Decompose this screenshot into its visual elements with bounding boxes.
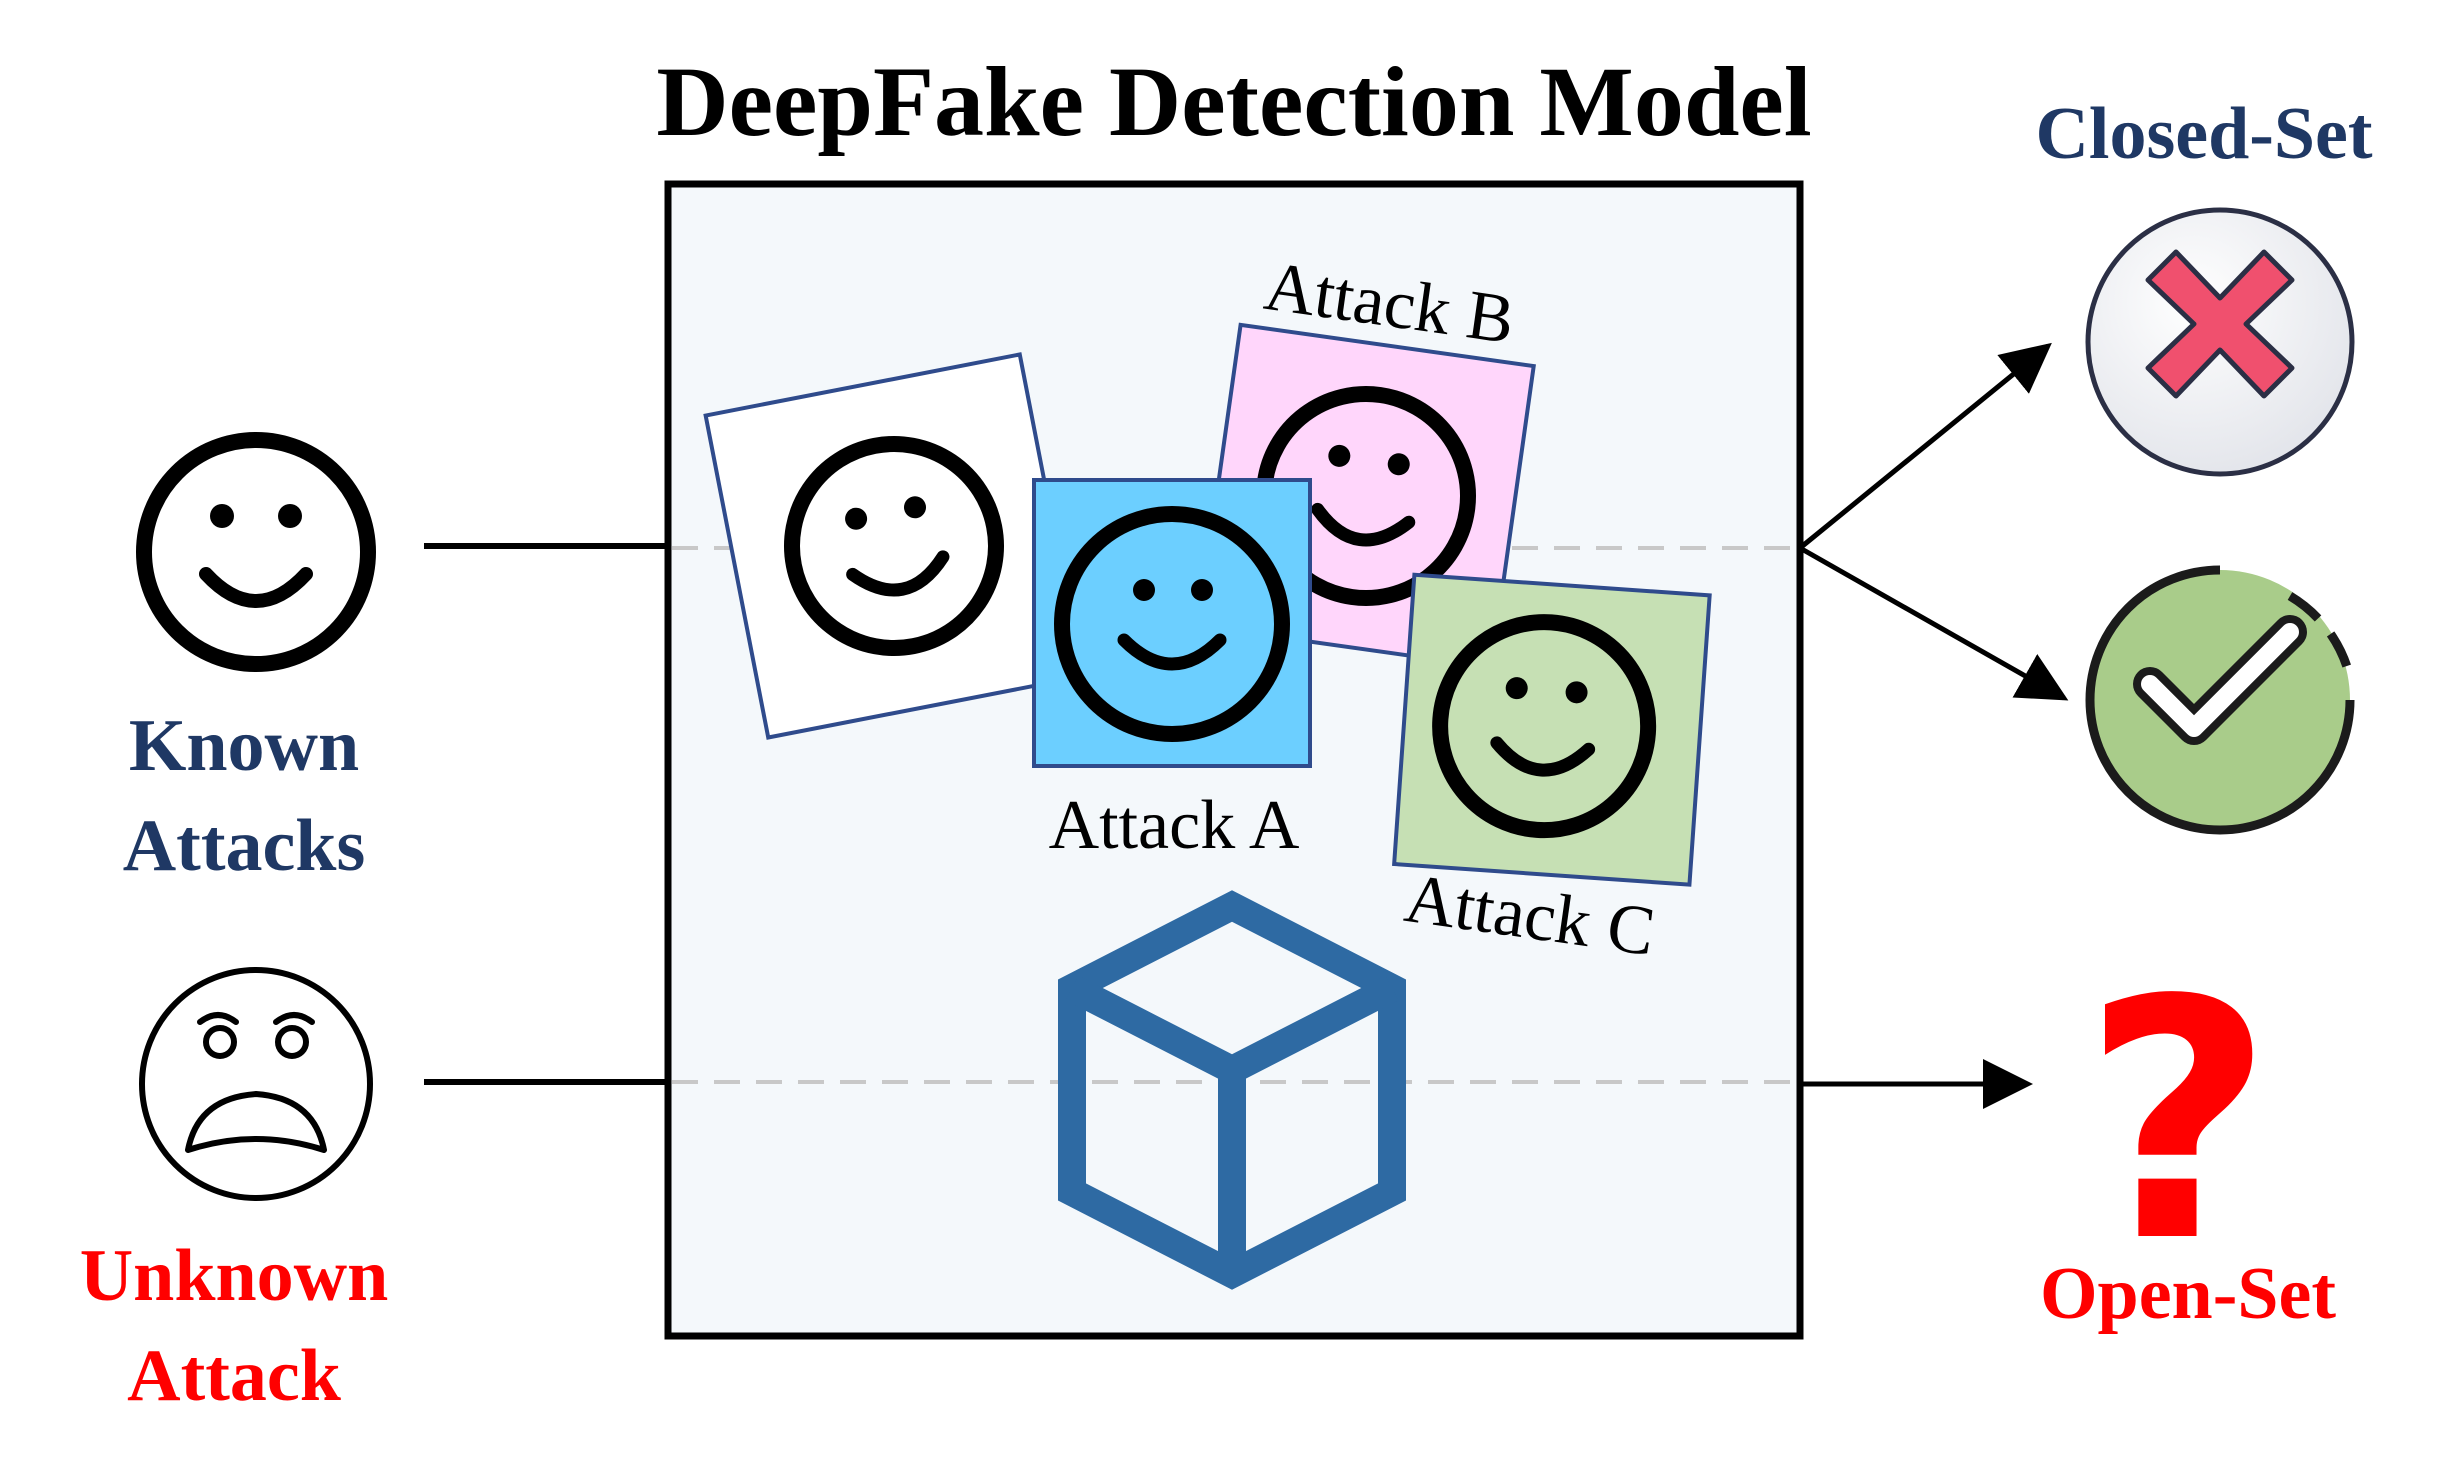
unknown-attack-line2: Attack xyxy=(127,1335,341,1417)
unknown-attack-label: Unknown Attack xyxy=(24,1226,444,1426)
white-face-card xyxy=(703,352,1085,740)
question-mark-icon: ? xyxy=(2082,930,2273,1314)
model-cube-icon xyxy=(1058,890,1406,1290)
attack-a-label: Attack A xyxy=(1049,787,1300,864)
check-icon xyxy=(2085,565,2355,835)
closed-set-label: Closed-Set xyxy=(2035,93,2373,175)
cross-icon xyxy=(2085,207,2355,477)
known-attacks-line1: Known xyxy=(128,705,360,787)
open-set-label: Open-Set xyxy=(2040,1253,2336,1335)
diagram-title: DeepFake Detection Model xyxy=(656,46,1812,157)
known-smiley-icon xyxy=(136,432,376,672)
unknown-attack-line1: Unknown xyxy=(79,1235,389,1317)
known-attacks-label: Known Attacks xyxy=(44,696,444,896)
closed-set-arrow-up xyxy=(1798,342,2052,550)
attack-c-card xyxy=(1392,572,1712,887)
known-attacks-line2: Attacks xyxy=(122,805,366,887)
closed-set-arrow-down xyxy=(1798,545,2069,701)
attack-a-card xyxy=(1032,478,1312,768)
angry-face-icon xyxy=(139,967,373,1201)
